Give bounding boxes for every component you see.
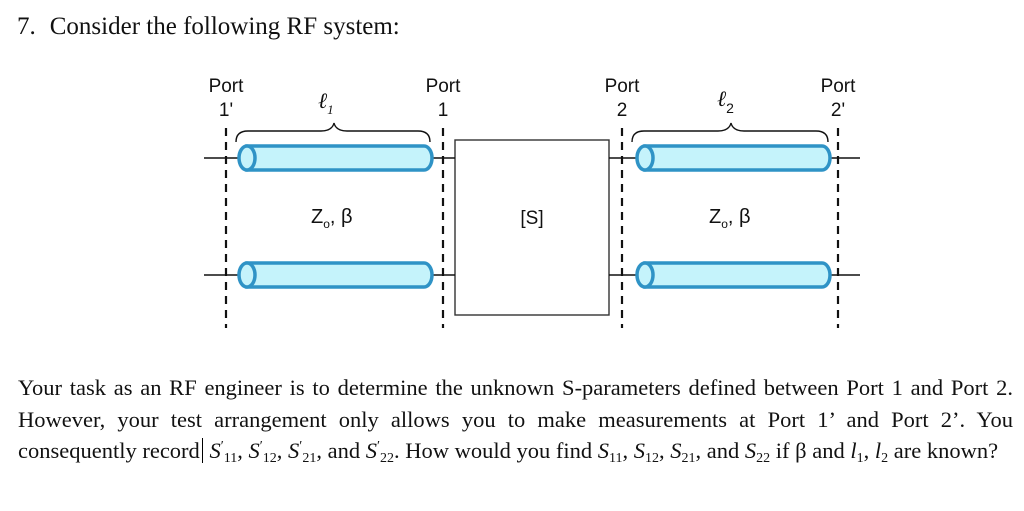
s-network-box bbox=[454, 139, 610, 316]
port-1-id: 1 bbox=[438, 100, 449, 121]
length-l2-label: ℓ2 bbox=[717, 86, 734, 116]
measured-s12: S′12, bbox=[248, 438, 289, 466]
s-network-label: [S] bbox=[520, 208, 543, 229]
text-cursor bbox=[201, 438, 203, 463]
unknown-s12: S12, bbox=[633, 438, 671, 466]
port-1-label: Port bbox=[426, 76, 462, 97]
body-intro: Your task as an RF engineer is to determ… bbox=[18, 375, 1013, 463]
line1-params-label: Zo, β bbox=[311, 206, 353, 231]
line1-bottom-conductor bbox=[237, 261, 434, 289]
port-2-label: Port bbox=[605, 76, 641, 97]
measured-s11: S′11, bbox=[209, 438, 249, 466]
body-end: are known? bbox=[893, 438, 999, 463]
length-l2: l2 bbox=[874, 438, 889, 466]
measured-s21: S′21, and bbox=[288, 438, 366, 466]
port-2prime-label: Port bbox=[821, 76, 857, 97]
unknown-s21: S21, and bbox=[670, 438, 740, 466]
port-1prime-label: Port bbox=[209, 76, 245, 97]
body-condition: if β and bbox=[775, 438, 845, 463]
question-number: 7. bbox=[17, 13, 36, 40]
unknown-s11: S11, bbox=[597, 438, 634, 466]
line2-top-conductor bbox=[635, 144, 832, 172]
length-l1-label: ℓ1 bbox=[318, 88, 334, 117]
length-l1-brace bbox=[235, 122, 431, 143]
measured-s22: S′22. bbox=[365, 438, 406, 466]
port-1prime-id: 1' bbox=[219, 100, 233, 121]
line2-params-label: Zo, β bbox=[709, 206, 751, 231]
line2-bottom-conductor bbox=[635, 261, 832, 289]
body-question: How would you find bbox=[405, 438, 593, 463]
line1-top-conductor bbox=[237, 144, 434, 172]
question-header: 7. Consider the following RF system: bbox=[17, 13, 414, 41]
question-body: Your task as an RF engineer is to determ… bbox=[18, 372, 1013, 467]
length-l1: l1, bbox=[850, 438, 875, 466]
question-title: Consider the following RF system: bbox=[49, 13, 400, 40]
rf-system-diagram: Port 1' Port 1 Port 2 Port 2' ℓ1 ℓ2 [S] bbox=[204, 76, 860, 328]
length-l2-brace bbox=[631, 122, 829, 143]
port-2-id: 2 bbox=[617, 100, 628, 121]
unknown-s22: S22 bbox=[744, 438, 771, 466]
port-2prime-id: 2' bbox=[831, 100, 845, 121]
